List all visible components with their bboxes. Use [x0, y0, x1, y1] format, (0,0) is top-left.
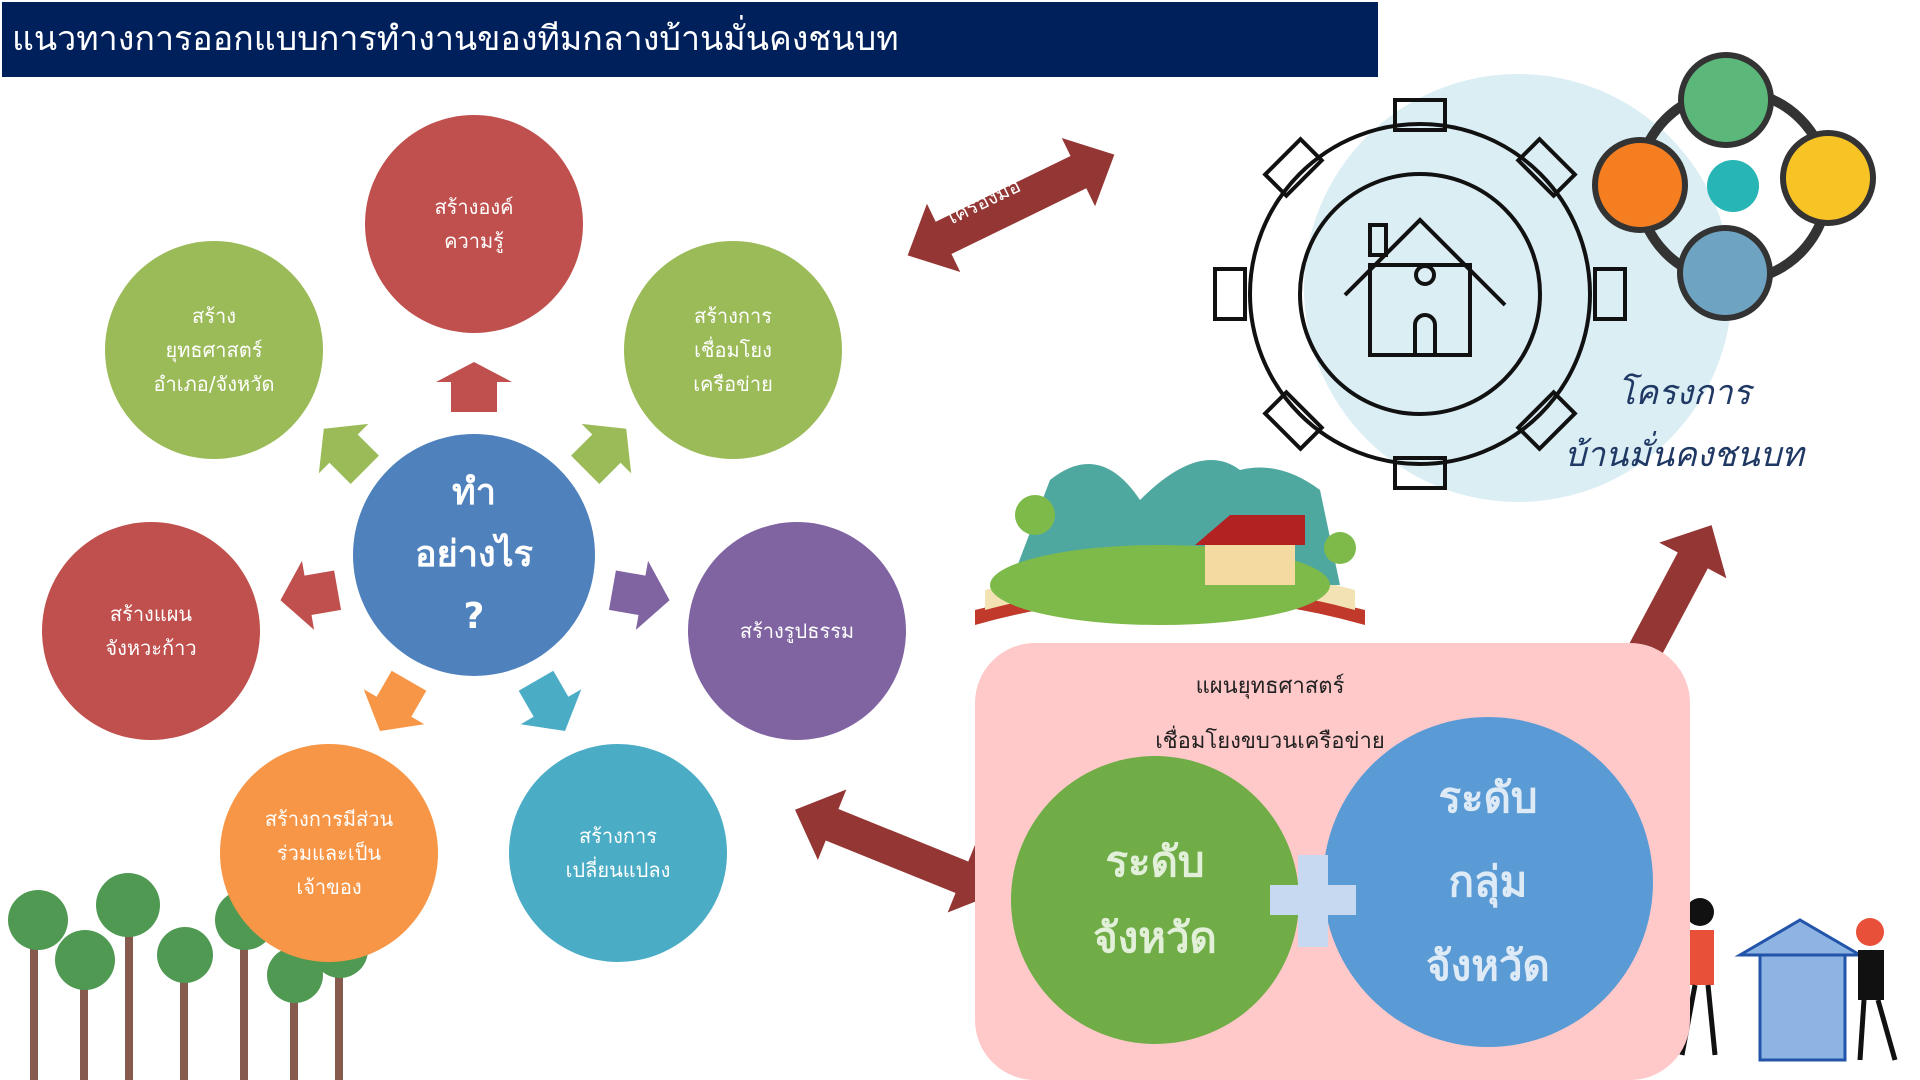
people-house-illustration	[1679, 898, 1898, 1062]
province-group-level-circle: ระดับ กลุ่ม จังหวัด	[1323, 717, 1653, 1047]
arrow-downright-icon	[518, 670, 582, 731]
house-icon	[1343, 217, 1507, 357]
center-question-circle: ทำ อย่างไร ?	[353, 434, 595, 676]
circle-participation: สร้างการมีส่วน ร่วมและเป็น เจ้าของ	[220, 744, 438, 962]
landscape-illustration	[975, 460, 1365, 625]
arrow-downleft-icon	[363, 670, 427, 731]
project-line2: บ้านมั่นคงชนบท	[1564, 435, 1804, 475]
arrow-left-icon	[280, 560, 342, 630]
circle-change: สร้างการ เปลี่ยนแปลง	[509, 744, 727, 962]
tool-double-arrow	[907, 137, 1115, 273]
province-level-circle: ระดับ จังหวัด	[1011, 756, 1299, 1044]
plan-box-line2: เชื่อมโยงขบวนเครือข่าย	[1155, 729, 1385, 754]
circle-knowledge: สร้างองค์ ความรู้	[365, 115, 583, 333]
project-line1: โครงการ	[1617, 373, 1751, 413]
gear-icon	[1213, 98, 1627, 490]
plan-box-line1: แผนยุทธศาสตร์	[1195, 674, 1345, 699]
circle-concrete: สร้างรูปธรรม	[688, 522, 906, 740]
arrow-upright-icon	[571, 423, 632, 484]
circle-network: สร้างการ เชื่อมโยง เครือข่าย	[624, 241, 842, 459]
page-title: แนวทางการออกแบบการทำงานของทีมกลางบ้านมั่…	[2, 2, 1378, 77]
arrow-right-icon	[608, 560, 670, 630]
people-network-icon	[1592, 52, 1876, 321]
arrow-upleft-icon	[318, 423, 379, 484]
plan-double-arrow	[795, 789, 999, 913]
arrow-up-icon	[436, 362, 512, 412]
circle-plan: สร้างแผน จังหวะก้าว	[42, 522, 260, 740]
circle-strategy: สร้าง ยุทธศาสตร์ อำเภอ/จังหวัด	[105, 241, 323, 459]
